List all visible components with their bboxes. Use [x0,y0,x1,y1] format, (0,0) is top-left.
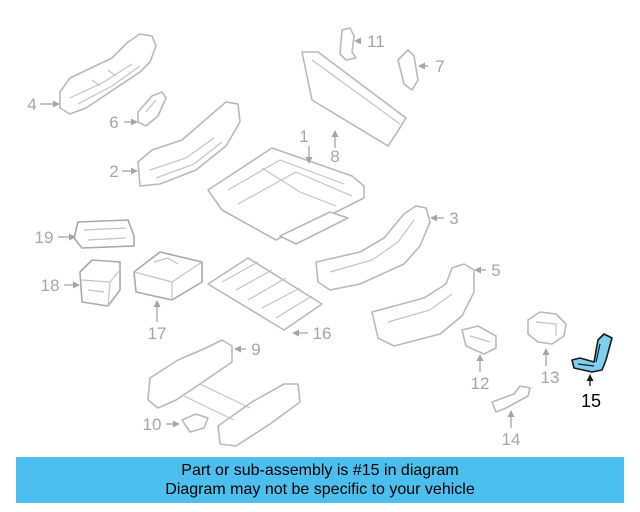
part-13-housing[interactable] [527,311,567,345]
part-1-seat-frame[interactable] [207,147,365,245]
callout-12: 12 [471,374,490,393]
callout-13: 13 [541,368,560,387]
callout-10: 10 [143,415,162,434]
callout-7: 7 [435,57,444,76]
part-11-clip[interactable] [339,27,357,61]
part-2-side-cover[interactable] [137,101,241,187]
callout-1: 1 [299,127,308,146]
part-14-strap-bracket[interactable] [491,385,531,413]
part-5-side-trim[interactable] [371,263,475,347]
part-7-trim[interactable] [397,49,419,91]
callout-labels: 1 2 3 4 5 6 7 8 9 10 11 12 13 14 15 16 1… [27,32,601,449]
banner-line-1: Part or sub-assembly is #15 in diagram [181,462,459,479]
part-17-box[interactable] [133,251,203,301]
callout-2: 2 [109,162,118,181]
banner-line-2: Diagram may not be specific to your vehi… [165,481,475,498]
callout-14: 14 [502,430,521,449]
part-4-side-trim[interactable] [59,33,157,115]
part-8-back-board[interactable] [301,51,407,147]
part-3-side-trim[interactable] [315,205,431,291]
callout-15: 15 [581,391,601,411]
callout-6: 6 [109,113,118,132]
part-19-module[interactable] [73,219,135,249]
callout-17: 17 [148,324,167,343]
callout-18: 18 [41,276,60,295]
part-10-clip[interactable] [181,413,209,433]
exploded-parts-diagram: 1 2 3 4 5 6 7 8 9 10 11 12 13 14 15 16 1… [27,27,613,449]
callout-4: 4 [27,95,36,114]
part-18-control-module[interactable] [79,259,121,307]
callout-3: 3 [449,209,458,228]
callout-8: 8 [330,147,339,166]
part-6-bracket[interactable] [137,91,167,127]
part-12-bracket[interactable] [461,325,497,355]
callout-11: 11 [367,32,385,51]
callout-9: 9 [251,340,260,359]
callout-5: 5 [491,261,500,280]
leader-lines [40,37,594,428]
part-9-seat-base[interactable] [147,339,301,447]
callout-19: 19 [35,228,54,247]
part-15-bracket-highlighted[interactable] [571,333,613,373]
info-banner: Part or sub-assembly is #15 in diagram D… [16,457,624,503]
callout-16: 16 [313,324,332,343]
part-16-mesh-panel[interactable] [207,257,323,331]
